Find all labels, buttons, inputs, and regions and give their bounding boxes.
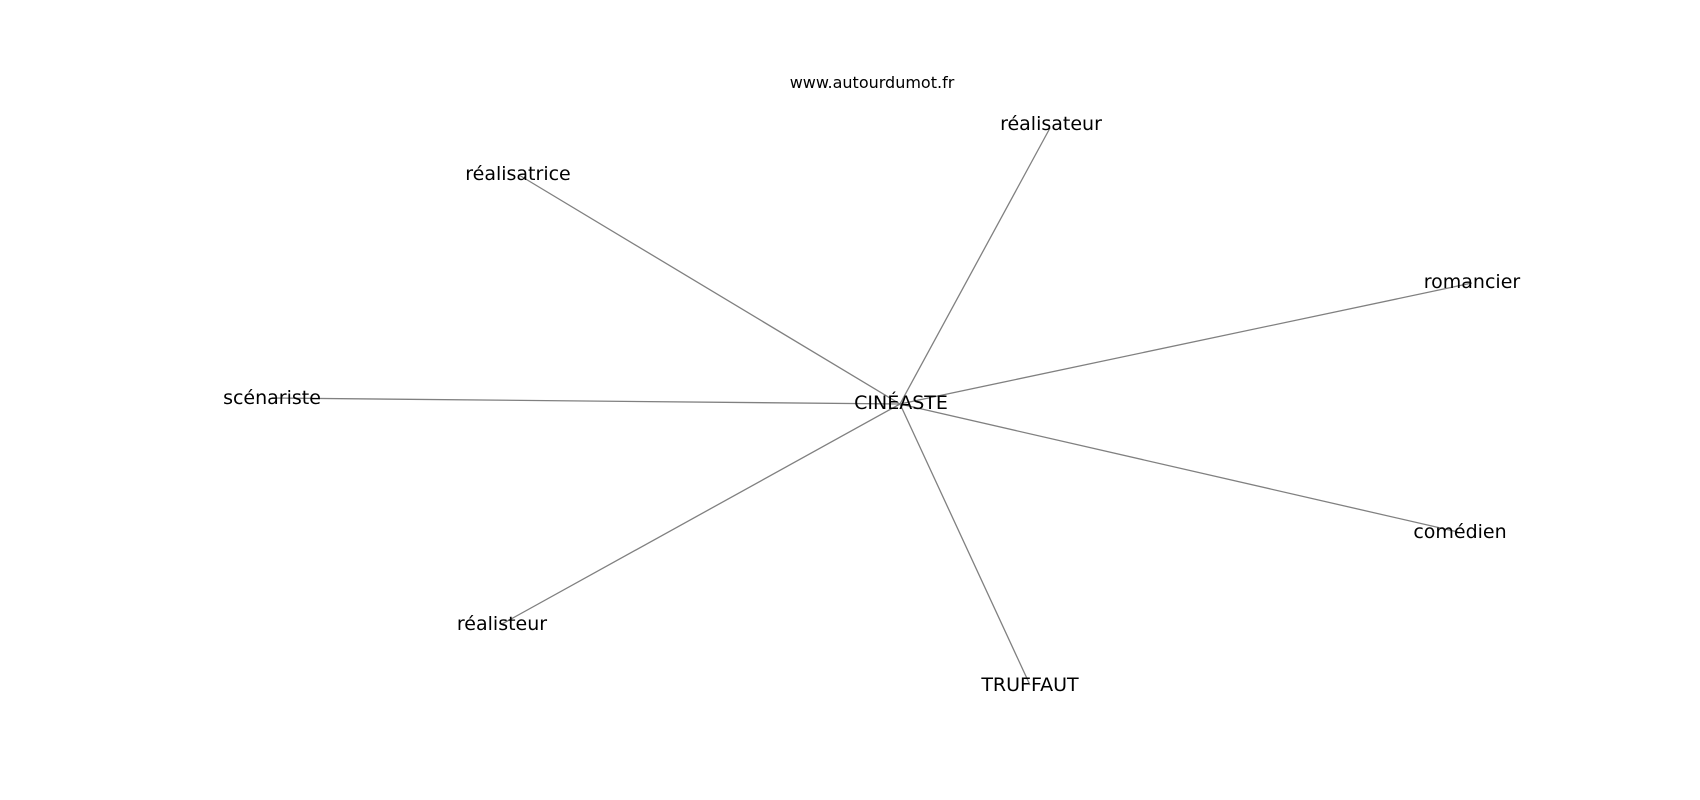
node-romancier[interactable]: romancier [1424,271,1521,293]
edge-realisateur [899,127,1051,405]
edge-scenariste [271,397,901,405]
node-comedien[interactable]: comédien [1413,521,1506,543]
edge-romancier [899,282,1473,405]
graph-nodes: CINÉASTE réalisateur réalisatrice romanc… [223,113,1520,696]
site-watermark: www.autourdumot.fr [790,73,955,92]
node-realisteur[interactable]: réalisteur [457,613,547,635]
edge-realisteur [501,403,901,625]
node-truffaut[interactable]: TRUFFAUT [980,674,1079,696]
node-center-cineaste[interactable]: CINÉASTE [854,391,948,414]
edge-truffaut [899,403,1031,686]
graph-edges [271,127,1473,686]
edge-realisatrice [518,174,901,405]
node-realisatrice[interactable]: réalisatrice [465,163,571,185]
node-scenariste[interactable]: scénariste [223,387,321,409]
edge-comedien [899,403,1459,533]
node-realisateur[interactable]: réalisateur [1000,113,1102,135]
